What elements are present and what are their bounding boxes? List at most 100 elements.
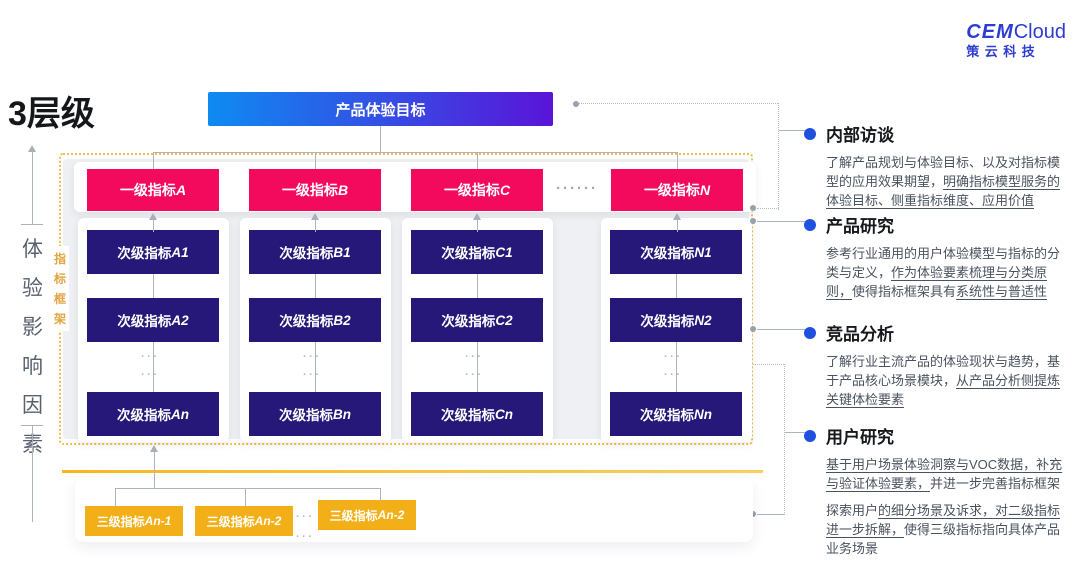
underlined-text: 从产品分析侧提炼关键体检要素: [826, 373, 1061, 407]
axis-arrow-up-icon: [28, 145, 36, 152]
label-base: 次级指标: [117, 408, 171, 423]
label-base: 次级指标: [441, 314, 496, 329]
underlined-text: 作为体验要素梳理与分类原则，: [826, 265, 1048, 299]
label-suffix: Cn: [495, 406, 513, 422]
section-body: 了解行业主流产品的体验现状与趋势，基于产品核心场景模块，从产品分析侧提炼关键体检…: [826, 352, 1064, 409]
frame-label-char: 指: [53, 252, 66, 266]
section-paragraph: 探索用户的细分场景及诉求，对二级指标进一步拆解，使得三级指标指向具体产品业务场景: [826, 501, 1064, 558]
connector-line: [153, 152, 154, 169]
label-suffix: C: [499, 182, 511, 198]
section-paragraph: 了解行业主流产品的体验现状与趋势，基于产品核心场景模块，从产品分析侧提炼关键体检…: [826, 352, 1064, 409]
body-text: 并进一步完善指标框架: [930, 476, 1061, 491]
column-ellipsis: ···: [465, 351, 484, 363]
label-suffix: B: [337, 182, 349, 198]
connector-line: [154, 451, 155, 488]
connector-line: [380, 488, 381, 501]
label-suffix: N2: [694, 312, 712, 328]
axis-char: 验: [22, 277, 43, 300]
logo-cem: CEM: [966, 21, 1014, 43]
connector-line: [579, 103, 778, 104]
connector-dot: [750, 326, 756, 332]
research-section: 内部访谈了解产品规划与体验目标、以及对指标模型的应用效果期望，明确指标模型服务的…: [804, 121, 1068, 218]
connector-dot: [573, 101, 579, 107]
body-text: 使得指标框架具有: [852, 284, 957, 299]
connector-line: [380, 126, 381, 153]
section-body: 参考行业通用的用户体验模型与指标的分类与定义，作为体验要素梳理与分类原则，使得指…: [826, 244, 1064, 301]
column-ellipsis: ···: [303, 351, 322, 363]
research-section: 竞品分析了解行业主流产品的体验现状与趋势，基于产品核心场景模块，从产品分析侧提炼…: [804, 320, 1068, 417]
axis-char: 影: [22, 316, 43, 339]
connector-line: [315, 219, 316, 232]
section-header: 竞品分析: [804, 320, 1068, 345]
axis-tick: [21, 224, 43, 225]
connector-dot: [750, 205, 756, 211]
label-base: 一级指标: [119, 182, 176, 198]
connector-line: [477, 219, 478, 232]
body-text: 使得三级指标指向具体产品业务场景: [826, 522, 1061, 556]
label-base: 次级指标: [279, 246, 334, 261]
label-suffix: A: [175, 182, 187, 198]
label-base: 三级指标: [329, 508, 378, 523]
column-ellipsis: ···: [303, 369, 322, 381]
connector-line: [153, 152, 678, 153]
label-suffix: A2: [171, 312, 189, 328]
connector-line: [245, 488, 246, 507]
research-section: 产品研究参考行业通用的用户体验模型与指标的分类与定义，作为体验要素梳理与分类原则…: [804, 212, 1068, 309]
column-ellipsis: ···: [141, 351, 160, 363]
column-connector-line: [477, 274, 478, 298]
connector-line: [779, 130, 810, 131]
axis-char: 体: [22, 238, 43, 261]
section-paragraph: 基于用户场景体验洞察与VOC数据，补充与验证体验要素，并进一步完善指标框架: [826, 455, 1064, 493]
level3-ellipsis: ···: [296, 511, 315, 523]
label-suffix: C1: [495, 244, 513, 260]
column-connector-line: [676, 342, 677, 392]
connector-line: [153, 219, 154, 232]
column-ellipsis: ···: [664, 351, 683, 363]
connector-line: [677, 219, 678, 232]
frame-label-char: 架: [53, 312, 66, 326]
connector-line: [315, 152, 316, 169]
section-title: 产品研究: [826, 217, 894, 236]
label-suffix: An: [171, 406, 189, 422]
label-base: 一级指标: [281, 182, 338, 198]
goal-banner: 产品体验目标: [208, 92, 553, 126]
label-base: 一级指标: [643, 182, 700, 198]
label-suffix: An-2: [377, 508, 405, 522]
body-text: 了解行业主流产品的体验现状与趋势，基于产品核心场景模块，: [826, 354, 1061, 388]
label-base: 次级指标: [117, 246, 172, 261]
axis-char: 因: [22, 394, 43, 417]
connector-line: [115, 488, 381, 489]
level1-ellipsis: ······: [556, 180, 598, 197]
section-body: 基于用户场景体验洞察与VOC数据，补充与验证体验要素，并进一步完善指标框架探索用…: [826, 455, 1064, 558]
section-title: 内部访谈: [826, 126, 894, 145]
label-suffix: B2: [333, 312, 351, 328]
label-suffix: Bn: [333, 406, 351, 422]
connector-line: [477, 152, 478, 169]
column-connector-line: [153, 342, 154, 392]
connector-line: [757, 208, 779, 209]
label-base: 三级指标: [206, 514, 255, 529]
section-paragraph: 了解产品规划与体验目标、以及对指标模型的应用效果期望，明确指标模型服务的体验目标…: [826, 153, 1064, 210]
column-ellipsis: ···: [465, 369, 484, 381]
axis-tick: [21, 425, 43, 426]
bullet-icon: [804, 326, 816, 339]
logo-wordmark: CEMCloud: [966, 22, 1066, 42]
label-suffix: An-2: [254, 514, 282, 528]
label-suffix: Nn: [694, 406, 712, 422]
bullet-icon: [804, 218, 816, 231]
